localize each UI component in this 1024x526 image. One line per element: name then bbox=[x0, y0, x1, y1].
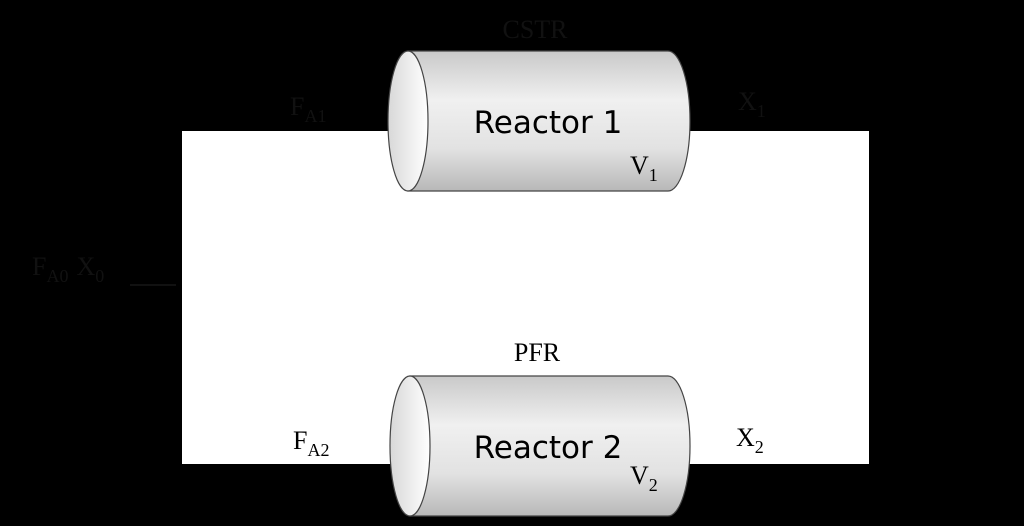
reactor-1-outlet-label: X1 bbox=[738, 87, 766, 121]
reactor-2-outlet-label: X2 bbox=[736, 423, 764, 457]
reactor-2: Reactor 2 V2 bbox=[389, 375, 691, 517]
reactor-1-type-label: CSTR bbox=[502, 15, 568, 44]
reactor-1-name: Reactor 1 bbox=[474, 105, 623, 141]
reactor-2-end-cap bbox=[389, 375, 431, 517]
reactor-2-volume: V2 bbox=[630, 461, 658, 495]
reactor-2-body bbox=[409, 375, 691, 517]
reactor-1-inlet-label: FA1 bbox=[290, 92, 326, 126]
reactor-1-end-cap bbox=[387, 50, 429, 192]
reactor-1-body bbox=[407, 50, 691, 192]
reactor-1-volume: V1 bbox=[630, 151, 658, 185]
reactor-1: Reactor 1 V1 bbox=[387, 50, 691, 192]
reactor-2-name: Reactor 2 bbox=[474, 430, 623, 466]
reactor-2-type-label: PFR bbox=[514, 338, 561, 367]
reactor-2-inlet-label: FA2 bbox=[293, 426, 329, 460]
